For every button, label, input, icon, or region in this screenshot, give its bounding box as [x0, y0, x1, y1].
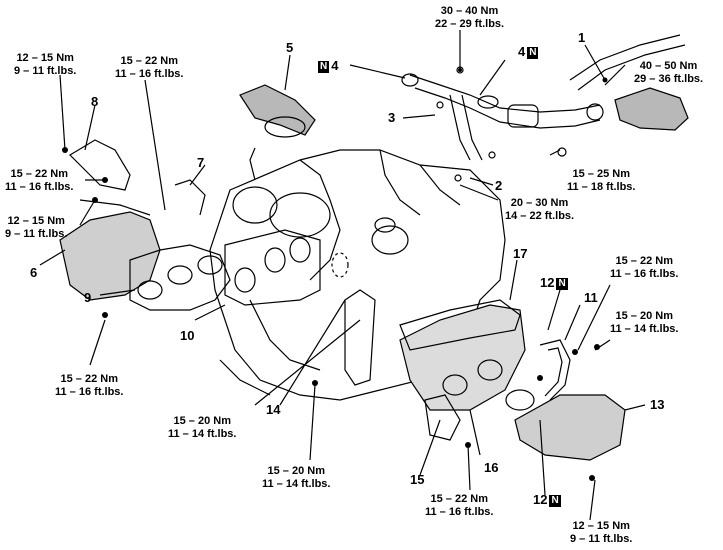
callout-11: 11 [584, 290, 598, 305]
callout-1: 1 [578, 30, 586, 45]
bracket-14 [344, 289, 376, 386]
new-part-badge: N [556, 277, 568, 290]
bracket-8 [69, 139, 131, 191]
callout-10: 10 [180, 328, 195, 343]
callout-13: 13 [650, 397, 665, 412]
heat-shield-right [514, 394, 626, 461]
catalytic-converter [614, 87, 689, 131]
exhaust-manifold-right [399, 304, 526, 411]
exhaust-manifold-left [129, 244, 231, 311]
callout-14: 14 [266, 402, 281, 417]
manifold-gasket-left [224, 229, 321, 306]
new-part-badge: N [549, 494, 561, 507]
new-part-badge: N [527, 46, 539, 59]
callout-17: 17 [513, 246, 528, 261]
new-part-badge: N [318, 60, 330, 73]
callout-3: 3 [388, 110, 396, 125]
callout-5: 5 [286, 40, 294, 55]
callout-8: 8 [91, 94, 99, 109]
callout-6: 6 [30, 265, 38, 280]
bracket-15 [424, 394, 461, 441]
intake-elbow [239, 84, 316, 136]
front-exhaust-pipe [409, 74, 601, 113]
callout-7: 7 [197, 155, 205, 170]
heat-shield-left [59, 211, 161, 301]
callout-2: 2 [495, 178, 503, 193]
callout-16: 16 [484, 460, 499, 475]
callout-9: 9 [84, 290, 92, 305]
callout-15: 15 [410, 472, 425, 487]
